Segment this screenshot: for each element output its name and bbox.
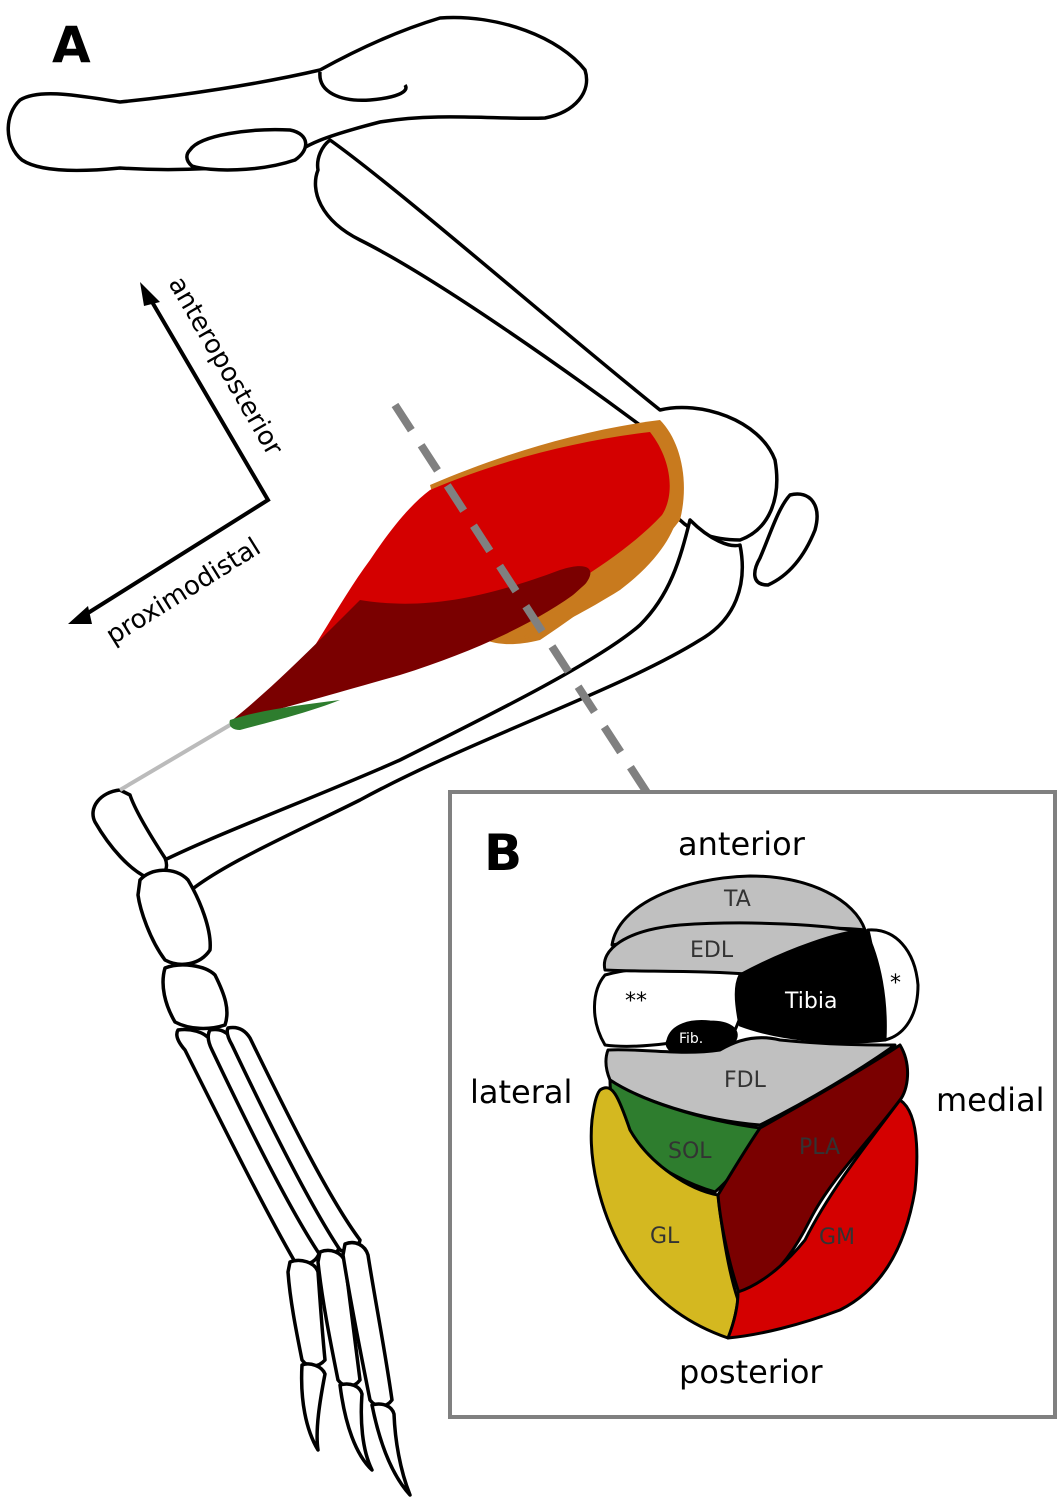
label-gm: GM: [819, 1225, 855, 1250]
label-edl: EDL: [690, 938, 734, 963]
claw-3: [372, 1404, 410, 1495]
fibula-bone: [93, 790, 167, 878]
tarsal-bone: [163, 965, 227, 1029]
label-pla: PLA: [799, 1135, 840, 1160]
leg-cross-section: [591, 876, 918, 1338]
label-anterior: anterior: [678, 825, 806, 863]
panel-b-letter: B: [484, 824, 522, 882]
label-fdl: FDL: [724, 1068, 767, 1093]
label-single-asterisk: *: [890, 971, 901, 996]
label-ta: TA: [723, 887, 751, 912]
arrowhead-proximodistal: [68, 606, 92, 624]
achilles-tendon: [120, 725, 230, 790]
panel-a-letter: A: [52, 16, 91, 74]
label-tibia: Tibia: [784, 989, 837, 1014]
label-posterior: posterior: [679, 1353, 823, 1391]
label-sol: SOL: [668, 1139, 712, 1164]
label-anteroposterior: anteroposterior: [162, 272, 289, 462]
label-gl: GL: [650, 1224, 680, 1249]
claw-1: [302, 1364, 325, 1450]
claw-2: [340, 1384, 372, 1470]
label-fibula: Fib.: [679, 1031, 703, 1047]
panel-b: B anterior posterior lateral medial: [450, 792, 1055, 1417]
label-double-asterisk: **: [625, 989, 647, 1014]
orientation-axes: anteroposterior proximodistal: [68, 272, 289, 651]
arrowhead-anteroposterior: [140, 282, 160, 306]
label-lateral: lateral: [470, 1073, 572, 1111]
label-medial: medial: [936, 1081, 1045, 1119]
